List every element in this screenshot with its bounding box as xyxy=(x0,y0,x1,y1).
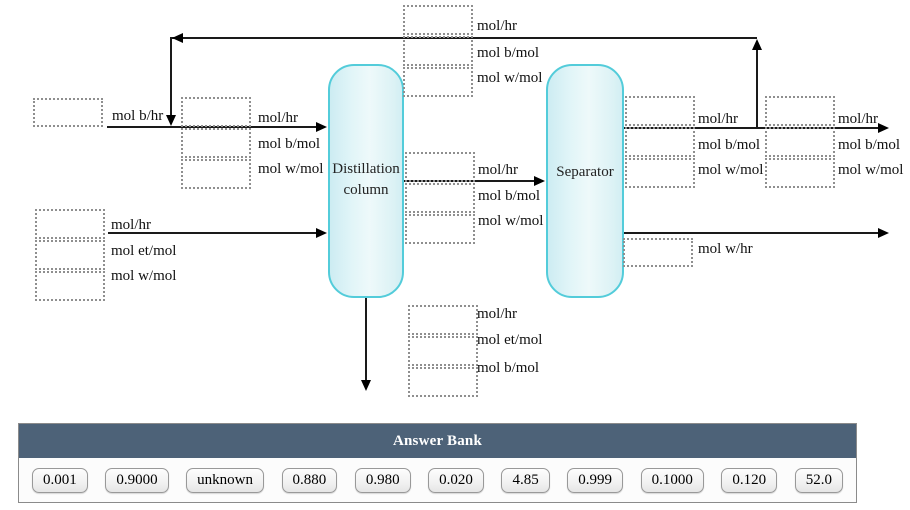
ethanol-feed-unit-label: mol/hr xyxy=(111,217,151,233)
slot-column-bottoms-b-frac[interactable] xyxy=(408,367,478,397)
slot-column-overhead-w-frac[interactable] xyxy=(405,214,475,244)
fresh-feed-arrowhead-icon xyxy=(316,122,327,132)
separator-vessel: Separator xyxy=(546,64,624,298)
answer-chip-0999[interactable]: 0.999 xyxy=(567,468,624,493)
slot-recycle-rate[interactable] xyxy=(403,5,473,35)
slot-final-product-b-frac[interactable] xyxy=(765,127,835,157)
slot-separator-overhead-w-frac[interactable] xyxy=(625,158,695,188)
recycle-up-arrowhead-icon xyxy=(752,39,762,50)
column-overhead-arrowhead-icon xyxy=(534,176,545,186)
distillation-column-vessel: Distillation column xyxy=(328,64,404,298)
distillation-column-label-line2: column xyxy=(343,182,389,198)
recycle-down-arrowhead-icon xyxy=(166,115,176,126)
answer-bank-chip-row: 0.001 0.9000 unknown 0.880 0.980 0.020 4… xyxy=(19,458,856,503)
separator-label: Separator xyxy=(556,164,614,180)
answer-chip-01000[interactable]: 0.1000 xyxy=(640,468,708,495)
separator-overhead-unit-label: mol/hr xyxy=(698,111,738,127)
column-bottoms-b-unit-label: mol b/mol xyxy=(477,360,540,376)
separator-bottoms-arrowhead-icon xyxy=(878,228,889,238)
slot-separator-overhead-rate[interactable] xyxy=(625,96,695,126)
distillation-column-label-line1: Distillation xyxy=(332,161,400,177)
separator-bottom-product-line xyxy=(623,232,881,234)
column-overhead-w-unit-label: mol w/mol xyxy=(478,213,544,229)
answer-chip-485[interactable]: 4.85 xyxy=(501,468,550,493)
separator-overhead-b-unit-label: mol b/mol xyxy=(698,137,761,153)
recycle-line-left-vertical xyxy=(170,37,172,123)
fresh-feed-unit-label: mol b/hr xyxy=(112,108,164,124)
slot-recycle-w-frac[interactable] xyxy=(403,67,473,97)
separator-bottoms-unit-label: mol w/hr xyxy=(698,241,753,257)
column-bottoms-unit-label: mol/hr xyxy=(477,306,517,322)
separator-overhead-w-unit-label: mol w/mol xyxy=(698,162,764,178)
combined-feed-w-unit-label: mol w/mol xyxy=(258,161,324,177)
answer-chip-520[interactable]: 52.0 xyxy=(794,468,843,493)
slot-column-overhead-b-frac[interactable] xyxy=(405,183,475,213)
slot-ethanol-feed-rate[interactable] xyxy=(35,209,105,239)
column-overhead-b-unit-label: mol b/mol xyxy=(478,188,541,204)
slot-combined-feed-rate[interactable] xyxy=(181,97,251,127)
final-product-b-unit-label: mol b/mol xyxy=(838,137,901,153)
slot-combined-feed-w-frac[interactable] xyxy=(181,159,251,189)
column-overhead-unit-label: mol/hr xyxy=(478,162,518,178)
ethanol-feed-arrowhead-icon xyxy=(316,228,327,238)
recycle-left-arrowhead-icon xyxy=(172,33,183,43)
slot-combined-feed-b-frac[interactable] xyxy=(181,128,251,158)
final-product-w-unit-label: mol w/mol xyxy=(838,162,904,178)
slot-separator-bottoms-rate[interactable] xyxy=(623,238,693,267)
recycle-line-right-vertical xyxy=(756,41,758,128)
answer-chip-0880[interactable]: 0.880 xyxy=(281,468,338,493)
separator-top-product-line xyxy=(623,127,881,129)
slot-final-product-w-frac[interactable] xyxy=(765,158,835,188)
slot-final-product-rate[interactable] xyxy=(765,96,835,126)
answer-chip-0020[interactable]: 0.020 xyxy=(428,468,484,493)
slot-column-overhead-rate[interactable] xyxy=(405,152,475,182)
answer-chip-unknown[interactable]: unknown xyxy=(186,468,267,495)
slot-column-bottoms-et-frac[interactable] xyxy=(408,336,478,366)
distillation-column-label: Distillation column xyxy=(330,159,402,201)
combined-feed-unit-label: mol/hr xyxy=(258,110,298,126)
slot-fresh-feed-rate[interactable] xyxy=(33,98,103,127)
recycle-w-unit-label: mol w/mol xyxy=(477,70,543,86)
answer-chip-0120[interactable]: 0.120 xyxy=(721,468,778,493)
recycle-unit-label: mol/hr xyxy=(477,18,517,34)
slot-separator-overhead-b-frac[interactable] xyxy=(625,127,695,157)
combined-feed-b-unit-label: mol b/mol xyxy=(258,136,321,152)
ethanol-feed-w-unit-label: mol w/mol xyxy=(111,268,177,284)
final-product-arrowhead-icon xyxy=(878,123,889,133)
answer-chip-09000[interactable]: 0.9000 xyxy=(105,468,172,495)
recycle-b-unit-label: mol b/mol xyxy=(477,45,540,61)
column-bottoms-et-unit-label: mol et/mol xyxy=(477,332,543,348)
ethanol-feed-et-unit-label: mol et/mol xyxy=(111,243,177,259)
slot-ethanol-feed-w-frac[interactable] xyxy=(35,271,105,301)
column-bottoms-arrowhead-icon xyxy=(361,380,371,391)
answer-chip-0001[interactable]: 0.001 xyxy=(32,468,88,493)
answer-bank-panel: Answer Bank 0.001 0.9000 unknown 0.880 0… xyxy=(18,423,857,503)
answer-chip-0980[interactable]: 0.980 xyxy=(354,468,411,493)
slot-column-bottoms-rate[interactable] xyxy=(408,305,478,335)
slot-ethanol-feed-et-frac[interactable] xyxy=(35,240,105,270)
slot-recycle-b-frac[interactable] xyxy=(403,36,473,66)
ethanol-feed-line xyxy=(108,232,319,234)
final-product-unit-label: mol/hr xyxy=(838,111,878,127)
column-bottoms-line xyxy=(365,298,367,382)
answer-bank-title: Answer Bank xyxy=(19,424,856,458)
